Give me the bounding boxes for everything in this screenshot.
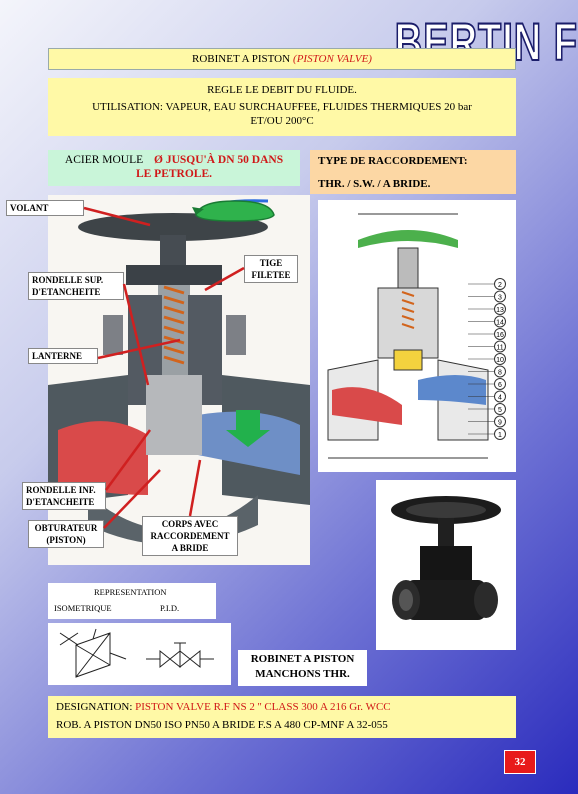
label-corps-2: RACCORDEMENT	[150, 531, 230, 541]
valve-symbols	[48, 623, 231, 685]
fluid-line-3: ET/OU 200°C	[250, 115, 314, 127]
label-rondelle-inf-1: RONDELLE INF.	[26, 485, 96, 495]
diagram-callout-number: 16	[496, 332, 504, 339]
label-tige-1: TIGE	[259, 258, 283, 268]
designation-box: DESIGNATION: PISTON VALVE R.F NS 2 '' CL…	[48, 696, 516, 738]
label-corps-1: CORPS AVEC	[161, 519, 219, 529]
label-obturateur-2: (PISTON)	[46, 535, 86, 545]
threaded-valve-photo	[376, 480, 516, 650]
label-volant: VOLANT	[6, 200, 84, 216]
designation-label: DESIGNATION:	[56, 701, 133, 713]
diagram-callout-circle	[494, 290, 506, 303]
diameter-icon: Ø	[154, 154, 163, 166]
technical-cross-section: 2 3 13 14 16 11 10 8 6 4 5 9 1	[318, 200, 516, 472]
steel-red-1: JUSQU'À DN 50 DANS	[165, 154, 284, 166]
designation-line-2: ROB. A PISTON DN50 ISO PN50 A BRIDE F.S …	[56, 719, 388, 731]
diagram-number-list: 2 3 13 14 16 11 10 8 6 4 5 9 1	[468, 278, 506, 440]
label-corps: CORPS AVEC RACCORDEMENT A BRIDE	[142, 516, 238, 556]
fluid-info-box: REGLE LE DEBIT DU FLUIDE. UTILISATION: V…	[48, 78, 516, 136]
fluid-line-2: UTILISATION: VAPEUR, EAU SURCHAUFFEE, FL…	[92, 101, 472, 113]
diagram-callout-number: 10	[496, 357, 504, 364]
representation-title: REPRESENTATION	[94, 587, 167, 597]
page-title: ROBINET A PISTON (PISTON VALVE)	[48, 48, 516, 70]
label-rondelle-sup: RONDELLE SUP. D'ETANCHEITE	[28, 272, 124, 300]
label-corps-3: A BRIDE	[171, 543, 209, 553]
pid-valve-symbol-icon	[146, 642, 214, 669]
label-rondelle-inf: RONDELLE INF. D'ETANCHEITE	[22, 482, 106, 510]
raccordement-title: TYPE DE RACCORDEMENT:	[318, 155, 468, 167]
raccordement-types: THR. / S.W. / A BRIDE.	[318, 178, 431, 190]
diagram-callout-circle	[494, 340, 506, 353]
threaded-caption-1: ROBINET A PISTON	[250, 653, 355, 665]
label-rondelle-sup-2: D'ETANCHEITE	[32, 287, 101, 297]
diagram-callout-circle	[494, 403, 506, 415]
threaded-caption-2: MANCHONS THR.	[255, 668, 350, 680]
diagram-callout-number: 4	[498, 395, 502, 402]
diagram-callout-number: 8	[498, 370, 502, 377]
diagram-callout-circle	[494, 378, 506, 390]
diagram-callout-circle	[494, 278, 506, 290]
designation-red: PISTON VALVE R.F NS 2 '' CLASS 300 A 216…	[135, 701, 391, 713]
diagram-callout-number: 13	[496, 307, 504, 314]
title-alt: (PISTON VALVE)	[293, 53, 372, 65]
diagram-callout-number: 1	[498, 432, 502, 439]
steel-red-2: LE PETROLE.	[135, 168, 213, 180]
diagram-callout-circle	[494, 328, 506, 340]
label-tige: TIGE FILETEE	[244, 255, 298, 283]
diagram-callout-circle	[494, 390, 506, 403]
diagram-callout-number: 5	[498, 407, 502, 414]
steel-prefix: ACIER MOULE	[64, 154, 144, 166]
fluid-line-1: REGLE LE DEBIT DU FLUIDE.	[207, 84, 357, 96]
representation-pid: P.I.D.	[160, 603, 180, 613]
title-main: ROBINET A PISTON	[192, 53, 291, 65]
diagram-callout-circle	[494, 315, 506, 328]
diagram-callout-number: 9	[498, 420, 502, 427]
diagram-callout-circle	[494, 353, 506, 365]
threaded-valve-caption: ROBINET A PISTON MANCHONS THR.	[238, 650, 367, 686]
diagram-callout-number: 11	[496, 345, 503, 352]
diagram-callout-circle	[494, 303, 506, 315]
label-obturateur-1: OBTURATEUR	[34, 523, 98, 533]
diagram-callout-number: 2	[498, 282, 502, 289]
representation-iso: ISOMETRIQUE	[54, 603, 112, 613]
raccordement-box: TYPE DE RACCORDEMENT: THR. / S.W. / A BR…	[310, 150, 516, 194]
diagram-callout-number: 14	[496, 320, 504, 327]
label-obturateur: OBTURATEUR (PISTON)	[28, 520, 104, 548]
isometric-valve-symbol-icon	[59, 628, 214, 678]
label-rondelle-inf-2: D'ETANCHEITE	[26, 497, 95, 507]
diagram-callout-number: 6	[498, 382, 502, 389]
label-tige-2: FILETEE	[251, 270, 291, 280]
diagram-callout-circle	[494, 415, 506, 428]
label-lanterne: LANTERNE	[28, 348, 98, 364]
page-number-badge: 32	[504, 750, 536, 774]
representation-box: REPRESENTATION ISOMETRIQUE P.I.D.	[48, 583, 216, 619]
label-rondelle-sup-1: RONDELLE SUP.	[32, 275, 104, 285]
green-rotation-arrow-icon	[192, 200, 275, 222]
steel-info-box: ACIER MOULE Ø JUSQU'À DN 50 DANS LE PETR…	[48, 150, 300, 186]
diagram-callout-circle	[494, 428, 506, 440]
diagram-callout-number: 3	[498, 295, 502, 302]
diagram-callout-circle	[494, 365, 506, 378]
